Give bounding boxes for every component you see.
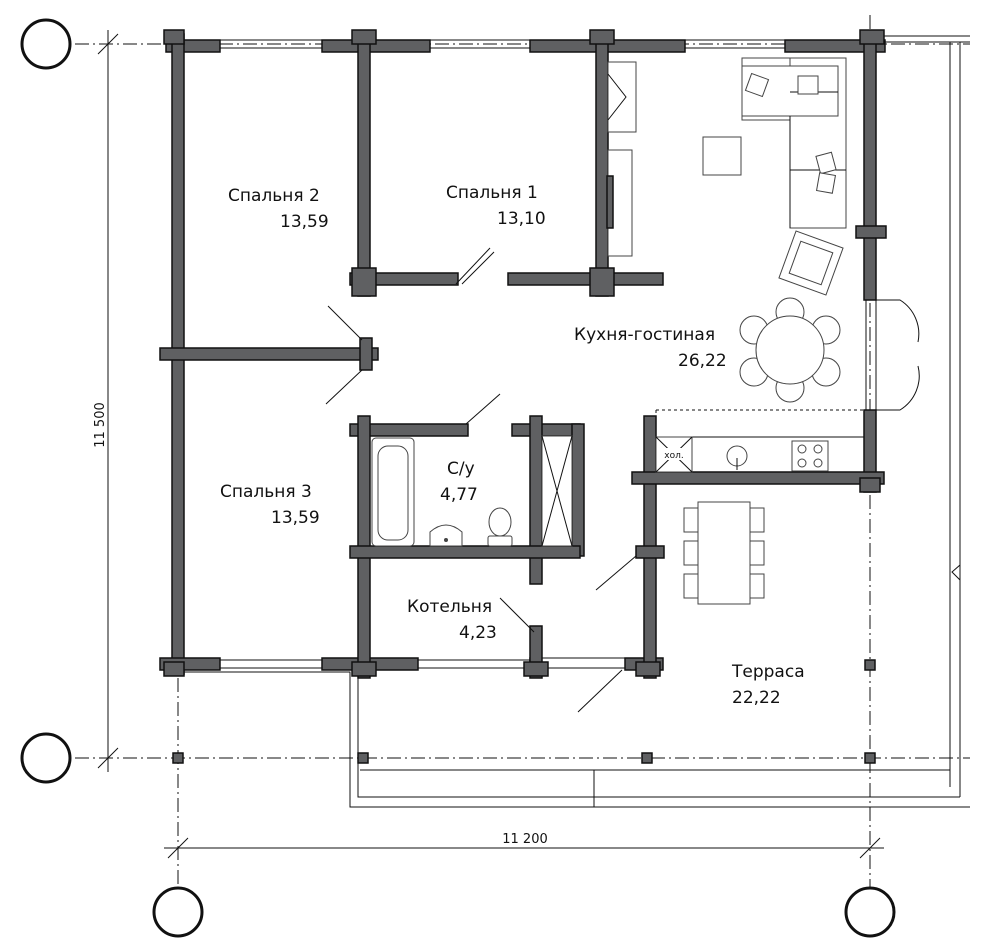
kitchen-counter: хол.: [655, 409, 864, 473]
bathtub: [371, 437, 415, 547]
sofa: [741, 57, 847, 229]
storage-cabinet: [541, 435, 573, 547]
axis-bubble-bottom: [20, 732, 72, 784]
width-dimension-label: 11 200: [502, 832, 548, 847]
axis-bubble-right: [844, 886, 896, 938]
room-area-kitchen-living: 26,22: [678, 351, 727, 371]
dining-table-round: [739, 297, 841, 403]
axis-bubble-left: [152, 886, 204, 938]
room-name-bedroom3: Спальня 3: [220, 482, 312, 502]
axis-bubble-top: [20, 18, 72, 70]
room-labels: Спальня 2 13,59 Спальня 1 13,10 Кухня-го…: [220, 183, 805, 708]
doors: [325, 247, 920, 713]
room-area-bedroom3: 13,59: [271, 508, 320, 528]
room-name-bedroom2: Спальня 2: [228, 186, 320, 206]
room-area-bedroom1: 13,10: [497, 209, 546, 229]
dimension-width: 11 200: [164, 832, 884, 859]
washbasin: [429, 524, 463, 547]
room-name-kitchen-living: Кухня-гостиная: [574, 325, 715, 345]
armchair: [778, 230, 844, 296]
cooktop: [791, 440, 829, 472]
room-name-bedroom1: Спальня 1: [446, 183, 538, 203]
dimension-height: 11 500: [93, 30, 119, 772]
room-area-bathroom: 4,77: [440, 485, 478, 505]
room-area-boiler-room: 4,23: [459, 623, 497, 643]
fireplace: [606, 61, 637, 257]
walls: [159, 29, 887, 764]
room-area-terrace: 22,22: [732, 688, 781, 708]
terrace-dining-set: [683, 501, 765, 605]
height-dimension-label: 11 500: [93, 402, 108, 448]
room-name-terrace: Терраса: [731, 662, 805, 682]
toilet: [487, 507, 513, 547]
room-name-bathroom: С/у: [447, 459, 475, 479]
fridge-label: хол.: [664, 451, 683, 461]
axis-bubbles: [20, 18, 896, 938]
room-name-boiler-room: Котельня: [407, 597, 492, 617]
coffee-table: [702, 136, 742, 176]
terrace-outline: [180, 35, 970, 808]
room-area-bedroom2: 13,59: [280, 212, 329, 232]
